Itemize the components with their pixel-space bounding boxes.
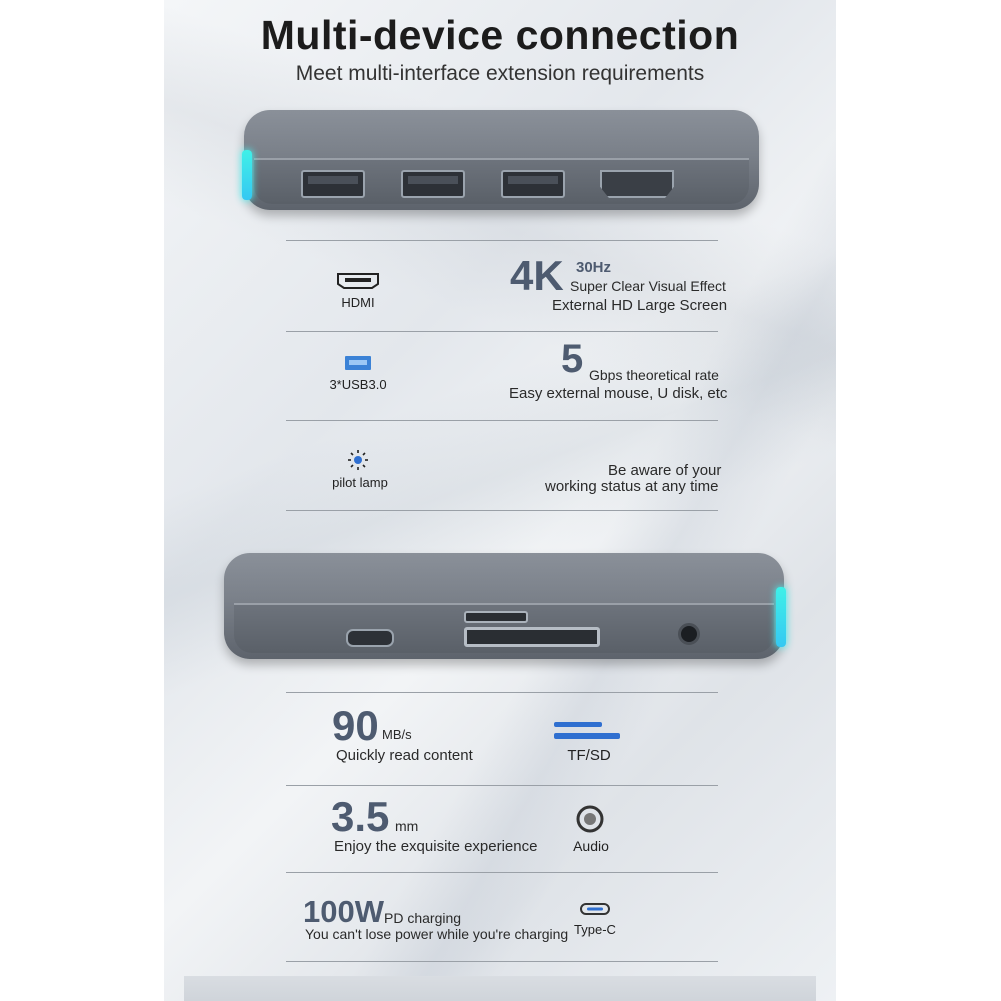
usb-port-3: [501, 170, 565, 198]
divider: [286, 240, 718, 241]
hdmi-4k-value: 4K: [510, 252, 564, 299]
hdmi-line2: External HD Large Screen: [552, 297, 728, 314]
card-label: TF/SD: [567, 747, 611, 764]
card-speed-value: 90: [332, 702, 379, 749]
divider: [286, 420, 718, 421]
tf-slot: [464, 611, 528, 623]
hub-device-top: [242, 110, 759, 210]
usb-port-2: [401, 170, 465, 198]
hdmi-label: HDMI: [341, 295, 375, 310]
product-poster: Multi-device connection Meet multi-inter…: [164, 0, 836, 1001]
hdmi-refresh: 30Hz: [576, 259, 612, 276]
hdmi-line1: Super Clear Visual Effect: [570, 278, 726, 294]
divider: [286, 785, 718, 786]
divider: [286, 872, 718, 873]
audio-jack-icon: [576, 805, 604, 833]
type-c-icon: [580, 903, 610, 915]
typec-line1: You can't lose power while you're chargi…: [305, 926, 569, 942]
sun-icon: [348, 450, 368, 470]
lamp-line2: working status at any time: [545, 478, 719, 495]
sd-slot: [464, 627, 600, 647]
indicator-glow-left: [242, 150, 252, 200]
card-line1: Quickly read content: [336, 747, 473, 764]
type-c-port: [346, 629, 394, 647]
usb-icon: [345, 356, 371, 370]
lamp-label: pilot lamp: [332, 475, 388, 490]
card-speed-unit: MB/s: [382, 727, 412, 742]
pd-power-value: 100W: [303, 894, 384, 929]
bottom-band: [184, 976, 816, 1001]
audio-size-unit: mm: [395, 818, 419, 834]
divider: [286, 331, 718, 332]
audio-line1: Enjoy the exquisite experience: [334, 838, 538, 855]
lamp-line1: Be aware of your: [608, 462, 722, 479]
page-subtitle: Meet multi-interface extension requireme…: [295, 62, 705, 85]
indicator-glow-right: [776, 587, 786, 647]
usb-line1: Gbps theoretical rate: [589, 367, 719, 383]
usb-label: 3*USB3.0: [329, 377, 387, 392]
hdmi-port: [600, 170, 674, 198]
page-title: Multi-device connection: [260, 12, 740, 58]
audio-label: Audio: [573, 838, 609, 854]
divider: [286, 692, 718, 693]
usb-speed-value: 5: [561, 337, 584, 381]
divider: [286, 961, 718, 962]
pd-power-unit: PD charging: [384, 910, 462, 926]
hdmi-icon: [337, 273, 379, 289]
usb-port-1: [301, 170, 365, 198]
audio-port: [678, 623, 700, 645]
card-slot-icon: [554, 722, 620, 739]
typec-label: Type-C: [574, 922, 616, 937]
hub-device-bottom: [224, 553, 786, 659]
usb-line2: Easy external mouse, U disk, etc: [509, 385, 728, 402]
divider: [286, 510, 718, 511]
audio-size-value: 3.5: [331, 793, 390, 840]
